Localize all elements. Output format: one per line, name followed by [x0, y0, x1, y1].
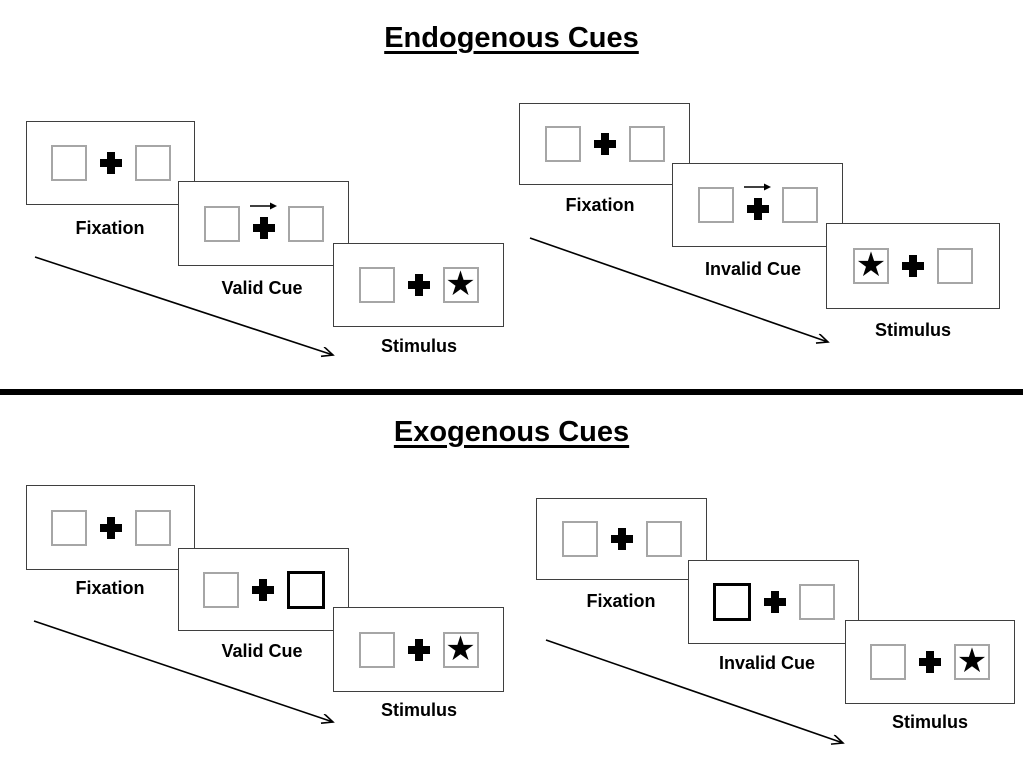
- placeholder-box-right: [937, 248, 973, 284]
- panel-label: Fixation: [586, 591, 656, 611]
- panel-stimulus: ★: [826, 223, 1000, 309]
- placeholder-box-left: [870, 644, 906, 680]
- placeholder-box-right: [628, 126, 665, 162]
- panel-fixation: [519, 103, 690, 185]
- central-cue: [743, 183, 771, 220]
- panel-label: Valid Cue: [221, 278, 303, 298]
- placeholder-box-left: [203, 205, 240, 242]
- section-title-exogenous: Exogenous Cues: [393, 416, 630, 448]
- panel-stimulus: ★: [333, 243, 504, 327]
- fixation-plus-icon: [99, 152, 122, 174]
- cue-highlight-box-left: [712, 583, 751, 621]
- panel-valid-cue: [178, 548, 349, 631]
- fixation-plus-icon: [407, 274, 430, 296]
- cue-arrow-right-icon: [743, 183, 771, 191]
- panel-invalid-cue: [688, 560, 859, 644]
- placeholder-box-left: [50, 145, 87, 181]
- placeholder-box-right: [134, 145, 171, 181]
- fixation-plus-icon: [407, 638, 430, 661]
- target-star-icon: ★: [445, 265, 476, 303]
- cue-arrow-right-icon: [249, 202, 277, 209]
- placeholder-box-left: [544, 126, 581, 162]
- panel-label: Stimulus: [891, 712, 968, 732]
- panel-fixation: [536, 498, 707, 580]
- fixation-plus-icon: [763, 591, 786, 613]
- target-box-left: ★: [853, 248, 889, 284]
- trial-timeline-arrow: [33, 620, 345, 730]
- panel-fixation: [26, 121, 195, 205]
- panel-label: Stimulus: [874, 320, 951, 340]
- trial-timeline-arrow: [529, 237, 840, 350]
- fixation-plus-icon: [919, 651, 941, 673]
- panel-label: Fixation: [565, 195, 635, 215]
- fixation-plus-icon: [902, 255, 924, 277]
- panel-stimulus: ★: [845, 620, 1015, 704]
- fixation-plus-icon: [251, 578, 274, 601]
- trial-timeline-arrow: [545, 639, 855, 750]
- placeholder-box-left: [50, 509, 87, 546]
- fixation-plus-icon: [593, 133, 616, 155]
- panel-label: Invalid Cue: [704, 259, 802, 279]
- placeholder-box-left: [202, 571, 239, 608]
- target-box-right: ★: [442, 265, 479, 303]
- target-box-right: ★: [442, 629, 479, 668]
- target-star-icon: ★: [855, 246, 887, 284]
- fixation-plus-icon: [746, 198, 769, 220]
- trial-timeline-arrow: [34, 256, 345, 365]
- target-box-right: ★: [954, 644, 990, 680]
- fixation-plus-icon: [99, 516, 122, 539]
- section-divider: [0, 389, 1023, 395]
- section-title-endogenous: Endogenous Cues: [384, 22, 639, 54]
- panel-label: Invalid Cue: [718, 653, 816, 673]
- placeholder-box-right: [287, 205, 324, 242]
- cue-highlight-box-right: [286, 570, 325, 609]
- panel-label: Stimulus: [380, 336, 457, 356]
- panel-valid-cue: [178, 181, 349, 266]
- placeholder-box-right: [134, 509, 171, 546]
- panel-label: Valid Cue: [221, 641, 303, 661]
- placeholder-box-right: [645, 521, 682, 557]
- fixation-plus-icon: [610, 528, 633, 550]
- panel-invalid-cue: [672, 163, 843, 247]
- target-star-icon: ★: [445, 629, 476, 668]
- placeholder-box-right: [781, 187, 818, 223]
- target-star-icon: ★: [956, 642, 988, 680]
- placeholder-box-left: [358, 267, 395, 303]
- placeholder-box-left: [697, 187, 734, 223]
- placeholder-box-right: [798, 584, 835, 620]
- placeholder-box-left: [358, 631, 395, 668]
- panel-fixation: [26, 485, 195, 570]
- panel-stimulus: ★: [333, 607, 504, 692]
- panel-label: Stimulus: [380, 700, 457, 720]
- panel-label: Fixation: [75, 218, 145, 238]
- central-cue: [249, 202, 277, 239]
- panel-label: Fixation: [75, 578, 145, 598]
- placeholder-box-left: [561, 521, 598, 557]
- fixation-plus-icon: [252, 216, 275, 239]
